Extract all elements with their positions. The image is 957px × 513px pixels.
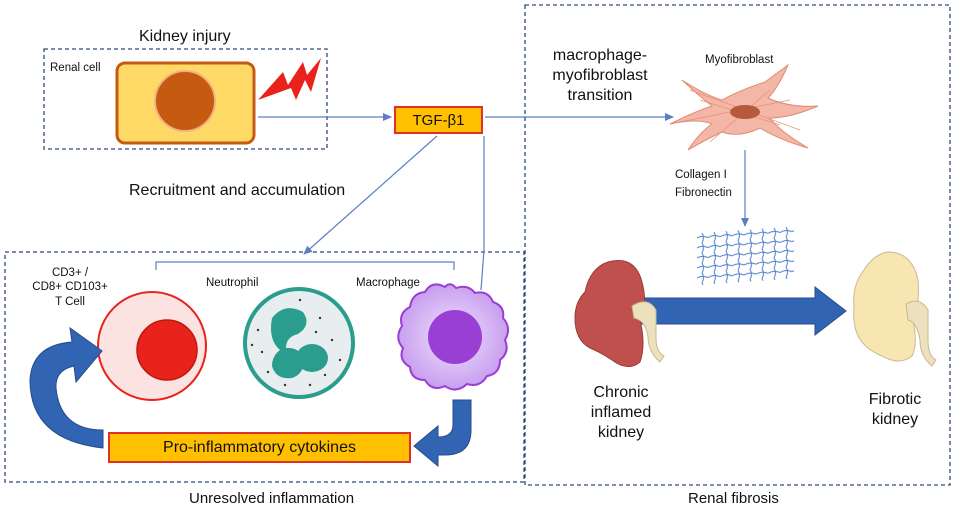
myofibroblast-cell (669, 63, 819, 151)
chronic-kidney-label: Chronic inflamed kidney (590, 384, 652, 441)
macrophage-to-tgf-line (480, 136, 485, 291)
chronic-inflamed-kidney (574, 260, 665, 367)
t-cell (97, 291, 207, 401)
kidney-injury-box (43, 48, 328, 150)
macrophage-to-cytokines-arrow (413, 399, 472, 468)
recruitment-label: Recruitment and accumulation (129, 182, 346, 199)
cytokines-feedback-curved-arrow (29, 326, 104, 449)
transition-label: macrophage- myofibroblast transition (552, 47, 648, 104)
unresolved-inflammation-label: Unresolved inflammation (189, 490, 355, 507)
t-cell-label: CD3+ / CD8+ CD103+ T Cell (32, 267, 108, 308)
macrophage-cell (397, 283, 509, 391)
tgf-to-recruitment-arrow (303, 135, 438, 255)
renal-fibrosis-box (524, 4, 951, 486)
fibrosis-progression-arrow (632, 285, 847, 337)
macrophage-label: Macrophage (356, 277, 420, 289)
ecm-label: Collagen I Fibronectin (675, 169, 732, 199)
renal-fibrosis-label: Renal fibrosis (688, 490, 779, 507)
tgf-beta1-box: TGF-β1 (394, 106, 483, 134)
tgf-beta1-label: TGF-β1 (412, 111, 465, 129)
cytokines-label: Pro-inflammatory cytokines (163, 438, 356, 456)
kidney-injury-title: Kidney injury (139, 28, 231, 45)
pro-inflammatory-cytokines-box: Pro-inflammatory cytokines (108, 432, 411, 463)
neutrophil-label: Neutrophil (206, 277, 259, 289)
renal-cell (115, 61, 256, 145)
neutrophil-cell (243, 287, 355, 399)
renal-cell-label: Renal cell (50, 62, 101, 74)
unresolved-inflammation-box (4, 251, 525, 483)
fibrotic-kidney (853, 251, 937, 367)
lightning-icon (258, 58, 321, 100)
myofibroblast-label: Myofibroblast (705, 54, 774, 66)
cell-group-bracket (155, 261, 455, 270)
collagen-mesh-icon (697, 226, 794, 286)
fibrotic-kidney-label: Fibrotic kidney (868, 391, 922, 428)
